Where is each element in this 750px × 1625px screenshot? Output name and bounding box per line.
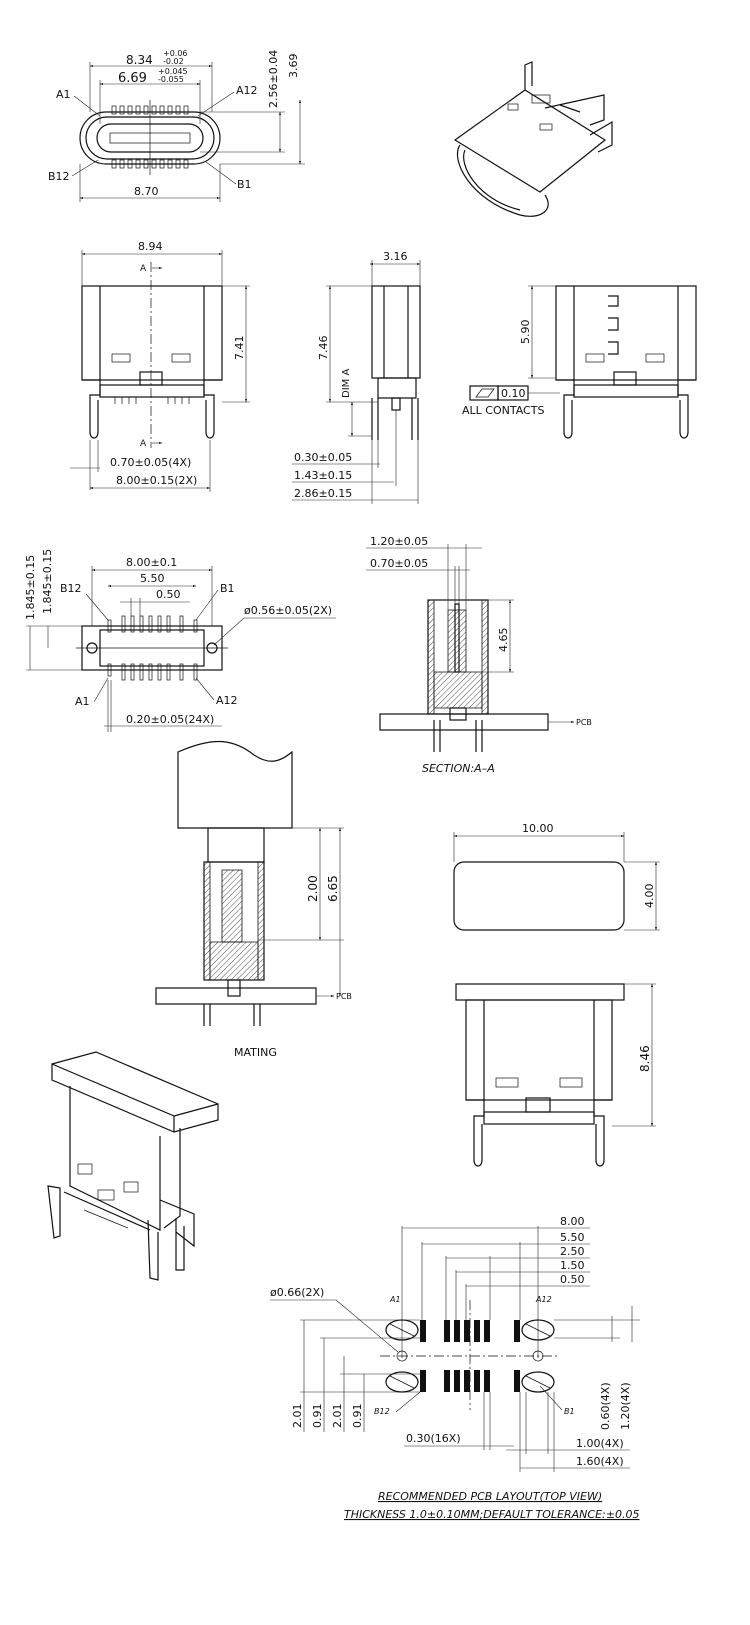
cap-view: 10.00 4.00 bbox=[453, 822, 660, 931]
dim-outer-tol-minus: -0.02 bbox=[163, 57, 184, 66]
pcb-dim-r2: 1.20(4X) bbox=[619, 1382, 632, 1430]
front-view: A A 8.94 7.41 0.70±0.05(4X) 8.00±0.15(2X… bbox=[70, 240, 250, 492]
dim-pin-pitch: 8.00±0.15(2X) bbox=[116, 474, 197, 487]
dim-outer-tol-plus: +0.06 bbox=[163, 49, 188, 58]
bottom-view: 8.00±0.1 5.50 0.50 ø0.56±0.05(2X) 1.845±… bbox=[24, 549, 336, 732]
dim-bottom-left-2: 1.845±0.15 bbox=[41, 549, 54, 614]
dim-side-1: 0.30±0.05 bbox=[294, 451, 352, 464]
label-a12: A12 bbox=[236, 84, 258, 97]
mating-pcb-label: PCB bbox=[336, 992, 352, 1001]
flatness-note: ALL CONTACTS bbox=[462, 404, 544, 417]
dim-bottom-pin: 0.20±0.05(24X) bbox=[126, 713, 214, 726]
pcb-dim-v1: 2.01 bbox=[291, 1404, 304, 1429]
dim-bottom-mid: 5.50 bbox=[140, 572, 165, 585]
pcb-label-a1: A1 bbox=[389, 1295, 401, 1304]
cap-dim-width: 10.00 bbox=[522, 822, 554, 835]
pcb-dim-v4: 0.91 bbox=[351, 1404, 364, 1429]
pcb-dim-4: 1.50 bbox=[560, 1259, 585, 1272]
dim-inner-height: 2.56±0.04 bbox=[267, 50, 280, 108]
pcb-dim-pad: 0.30(16X) bbox=[406, 1432, 461, 1445]
cap-dim-height: 4.00 bbox=[643, 884, 656, 909]
dim-side-3: 2.86±0.15 bbox=[294, 487, 352, 500]
dim-inner-width: 6.69 bbox=[118, 71, 147, 86]
pcb-dim-3: 2.50 bbox=[560, 1245, 585, 1258]
flatness-value: 0.10 bbox=[501, 387, 526, 400]
back-view: 5.90 0.10 ALL CONTACTS bbox=[462, 285, 697, 439]
pcb-layout: 8.00 5.50 2.50 1.50 0.50 A1 A12 B12 bbox=[270, 1215, 640, 1521]
dim-side-label: DIM A bbox=[341, 369, 352, 398]
top-view: 8.34 +0.06 -0.02 6.69 +0.045 -0.055 8.70… bbox=[48, 49, 305, 202]
cap-dim-total-height: 8.46 bbox=[638, 1045, 652, 1072]
label-b12: B12 bbox=[48, 170, 70, 183]
label-bottom-a12: A12 bbox=[216, 694, 238, 707]
label-bottom-b12: B12 bbox=[60, 582, 82, 595]
iso-view-receptacle bbox=[453, 61, 613, 217]
label-a1: A1 bbox=[56, 88, 71, 101]
label-bottom-a1: A1 bbox=[75, 695, 90, 708]
dim-outer-height: 3.69 bbox=[287, 54, 300, 79]
dim-side-height: 7.46 bbox=[317, 336, 330, 361]
pcb-dim-r1: 0.60(4X) bbox=[599, 1382, 612, 1430]
mating-dim-1: 2.00 bbox=[306, 875, 320, 902]
pcb-dim-r3: 1.00(4X) bbox=[576, 1437, 624, 1450]
pcb-dim-hole: ø0.66(2X) bbox=[270, 1286, 324, 1299]
pcb-dim-v2: 0.91 bbox=[311, 1404, 324, 1429]
dim-outer-width: 8.34 bbox=[126, 53, 153, 67]
section-pcb-label: PCB bbox=[576, 718, 592, 727]
cap-front-view: 8.46 bbox=[455, 983, 656, 1167]
dim-front-width: 8.94 bbox=[138, 240, 163, 253]
pcb-layout-title: RECOMMENDED PCB LAYOUT(TOP VIEW) bbox=[378, 1490, 602, 1503]
label-b1: B1 bbox=[237, 178, 252, 191]
side-view: 3.16 7.46 DIM A 0.30±0.05 1.43±0.15 2.86… bbox=[292, 250, 421, 504]
pcb-label-a12: A12 bbox=[535, 1295, 552, 1304]
pcb-dim-2: 5.50 bbox=[560, 1231, 585, 1244]
section-dim-1: 1.20±0.05 bbox=[370, 535, 428, 548]
pcb-dim-5: 0.50 bbox=[560, 1273, 585, 1286]
mating-view: PCB MATING 2.00 6.65 bbox=[155, 741, 352, 1059]
pcb-dim-v3: 2.01 bbox=[331, 1404, 344, 1429]
dim-bottom-outer: 8.00±0.1 bbox=[126, 556, 177, 569]
label-bottom-b1: B1 bbox=[220, 582, 235, 595]
dim-side-2: 1.43±0.15 bbox=[294, 469, 352, 482]
dim-side-width: 3.16 bbox=[383, 250, 408, 263]
section-mark-top: A bbox=[140, 264, 147, 274]
pcb-label-b12: B12 bbox=[374, 1407, 390, 1416]
dim-bottom-width: 8.70 bbox=[134, 185, 159, 198]
pcb-dim-r4: 1.60(4X) bbox=[576, 1455, 624, 1468]
section-view: PCB SECTION:A–A 1.20±0.05 0.70±0.05 4.65 bbox=[366, 535, 592, 775]
dim-bottom-hole: ø0.56±0.05(2X) bbox=[244, 604, 332, 617]
dim-inner-tol-minus: -0.055 bbox=[158, 75, 184, 84]
dim-inner-tol-plus: +0.045 bbox=[158, 67, 188, 76]
section-caption: SECTION:A–A bbox=[422, 762, 495, 775]
section-dim-2: 0.70±0.05 bbox=[370, 557, 428, 570]
dim-back-height: 5.90 bbox=[519, 320, 532, 345]
mating-dim-2: 6.65 bbox=[326, 875, 340, 902]
dim-bottom-left-1: 1.845±0.15 bbox=[24, 555, 37, 620]
iso-view-capped bbox=[47, 1051, 219, 1281]
dim-front-height: 7.41 bbox=[233, 336, 246, 361]
dim-bottom-pitch: 0.50 bbox=[156, 588, 181, 601]
pcb-label-b1: B1 bbox=[564, 1407, 575, 1416]
dim-pin-width: 0.70±0.05(4X) bbox=[110, 456, 191, 469]
section-mark-bottom: A bbox=[140, 439, 147, 449]
pcb-dim-1: 8.00 bbox=[560, 1215, 585, 1228]
section-dim-height: 4.65 bbox=[497, 628, 510, 653]
mating-caption: MATING bbox=[234, 1046, 277, 1059]
pcb-layout-note: THICKNESS 1.0±0.10MM;DEFAULT TOLERANCE:±… bbox=[344, 1508, 639, 1521]
